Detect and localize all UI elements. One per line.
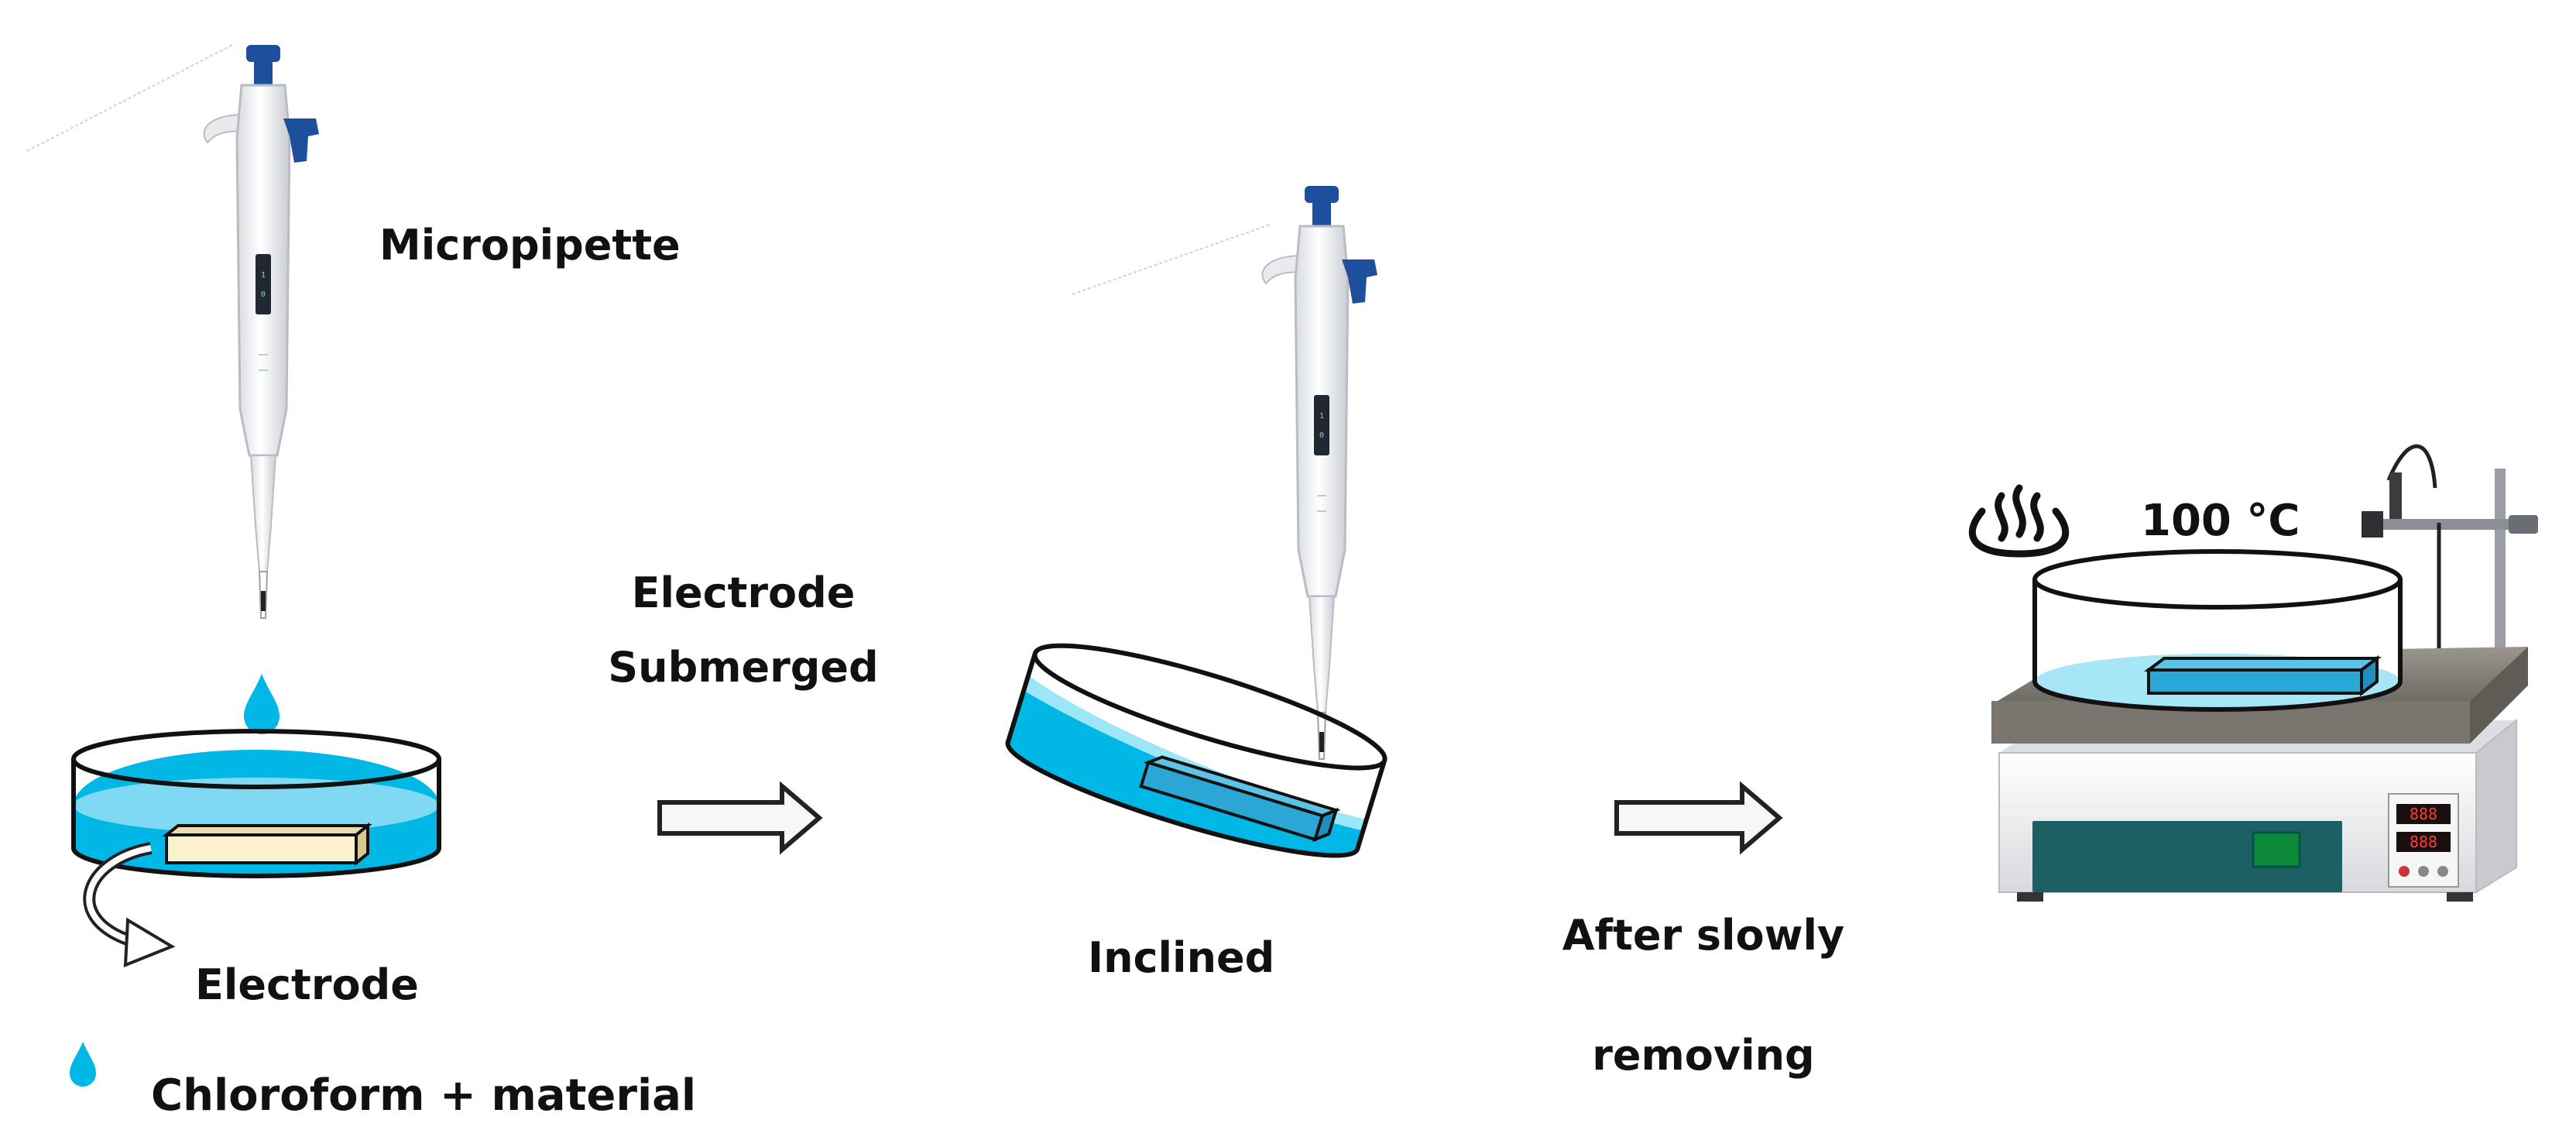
label-chloroform-material: Chloroform + material (151, 1070, 697, 1121)
arrow-right-icon-2 (1614, 781, 1783, 855)
electrode-3 (2144, 655, 2382, 696)
label-electrode-submerged-line2: Submerged (608, 643, 879, 692)
stage-2-inclined (1005, 184, 1387, 858)
petri-dish-2 (1005, 643, 1387, 858)
legend-drop-icon (70, 1042, 96, 1087)
label-temperature: 100 °C (2141, 496, 2300, 546)
label-electrode-submerged-line1: Electrode (631, 568, 856, 617)
label-electrode: Electrode (195, 960, 419, 1009)
micropipette-2 (1261, 184, 1379, 761)
heat-icon (1968, 484, 2070, 558)
arrow-right-icon-1 (657, 781, 823, 855)
micropipette-1 (202, 43, 321, 620)
petri-dish-1 (71, 729, 441, 878)
electrode-1 (162, 822, 372, 867)
label-micropipette: Micropipette (379, 221, 681, 270)
curved-arrow-icon (83, 842, 176, 968)
display-readout-2: 888 (2410, 833, 2437, 851)
electrode-2 (1139, 755, 1341, 843)
stage-3-hotplate: 888 888 (1968, 444, 2538, 902)
display-readout-1: 888 (2410, 805, 2437, 823)
petri-dish-3 (2032, 549, 2403, 712)
label-after-slowly-removing: After slowly removing (1541, 875, 1866, 1115)
label-after-slowly-line1: After slowly (1562, 911, 1845, 960)
lab-stand (2362, 444, 2538, 683)
label-after-slowly-line2: removing (1592, 1031, 1815, 1080)
stage-1-drop-casting (26, 43, 441, 1087)
label-inclined: Inclined (1088, 933, 1275, 982)
drop-icon (244, 674, 280, 734)
label-electrode-submerged: Electrode Submerged (588, 556, 898, 705)
